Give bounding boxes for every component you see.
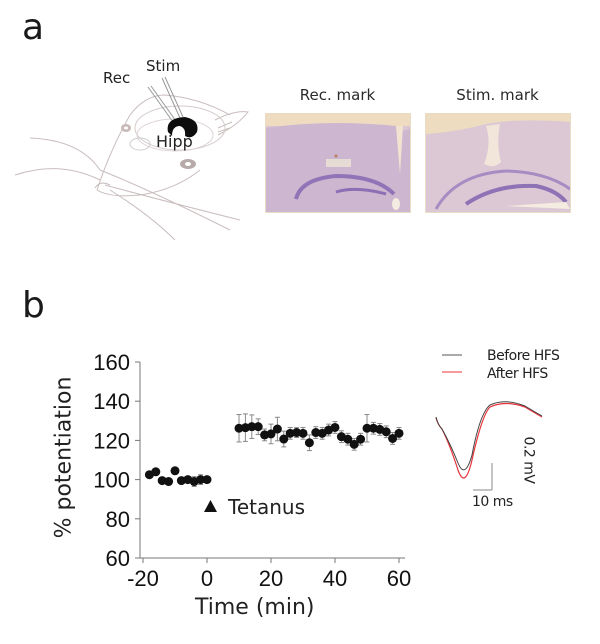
data-point <box>362 423 372 433</box>
legend-swatches <box>442 354 462 373</box>
data-point <box>253 422 263 432</box>
x-tick-label: 20 <box>259 566 283 591</box>
data-point <box>279 434 289 444</box>
data-point <box>247 422 257 432</box>
legend-after-hfs: After HFS <box>487 366 548 382</box>
rec-mark-title: Rec. mark <box>299 86 376 104</box>
y-tick-label: 160 <box>93 350 130 375</box>
x-axis-title: Time (min) <box>195 595 315 620</box>
data-point <box>202 475 212 485</box>
data-point <box>330 422 340 432</box>
before-hfs-trace <box>435 401 543 471</box>
rec-mark-histology-image <box>265 113 411 213</box>
data-point <box>272 424 282 434</box>
data-point <box>343 434 353 444</box>
tetanus-label: Tetanus <box>228 495 305 519</box>
panel-label-b: b <box>22 285 45 326</box>
data-point <box>394 428 404 438</box>
data-point <box>170 466 180 476</box>
x-tick-label: -20 <box>127 566 159 591</box>
data-point <box>304 438 314 448</box>
hippocampus-label: Hipp <box>156 132 193 151</box>
x-tick-label: 60 <box>387 566 411 591</box>
y-tick-label: 60 <box>106 546 130 571</box>
stim-electrode-label: Stim <box>146 57 181 75</box>
tetanus-triangle-icon <box>204 500 217 512</box>
data-point <box>388 433 398 443</box>
y-tick-label: 140 <box>93 389 130 414</box>
data-point <box>196 475 206 485</box>
data-point <box>266 429 276 439</box>
y-axis-title: % potentiation <box>51 376 77 539</box>
data-point <box>164 477 174 487</box>
scale-bar-time-label: 10 ms <box>472 494 513 510</box>
data-point <box>151 467 161 477</box>
data-point <box>298 428 308 438</box>
panel-label-a: a <box>22 7 45 48</box>
data-point <box>349 439 359 449</box>
data-point <box>381 427 391 437</box>
data-point <box>356 434 366 444</box>
y-tick-label: 100 <box>93 468 130 493</box>
scale-bar-voltage-label: 0.2 mV <box>520 436 537 484</box>
rec-electrode-label: Rec <box>103 69 131 87</box>
x-tick-label: 40 <box>323 566 347 591</box>
fepsp-traces <box>435 401 543 491</box>
y-tick-label: 80 <box>106 507 130 532</box>
x-tick-label: 0 <box>201 566 213 591</box>
rat-schematic-illustration <box>14 76 249 240</box>
stim-mark-title: Stim. mark <box>456 86 539 104</box>
legend-before-hfs: Before HFS <box>487 348 560 364</box>
stim-mark-histology-image <box>425 113 571 213</box>
y-tick-label: 120 <box>93 428 130 453</box>
